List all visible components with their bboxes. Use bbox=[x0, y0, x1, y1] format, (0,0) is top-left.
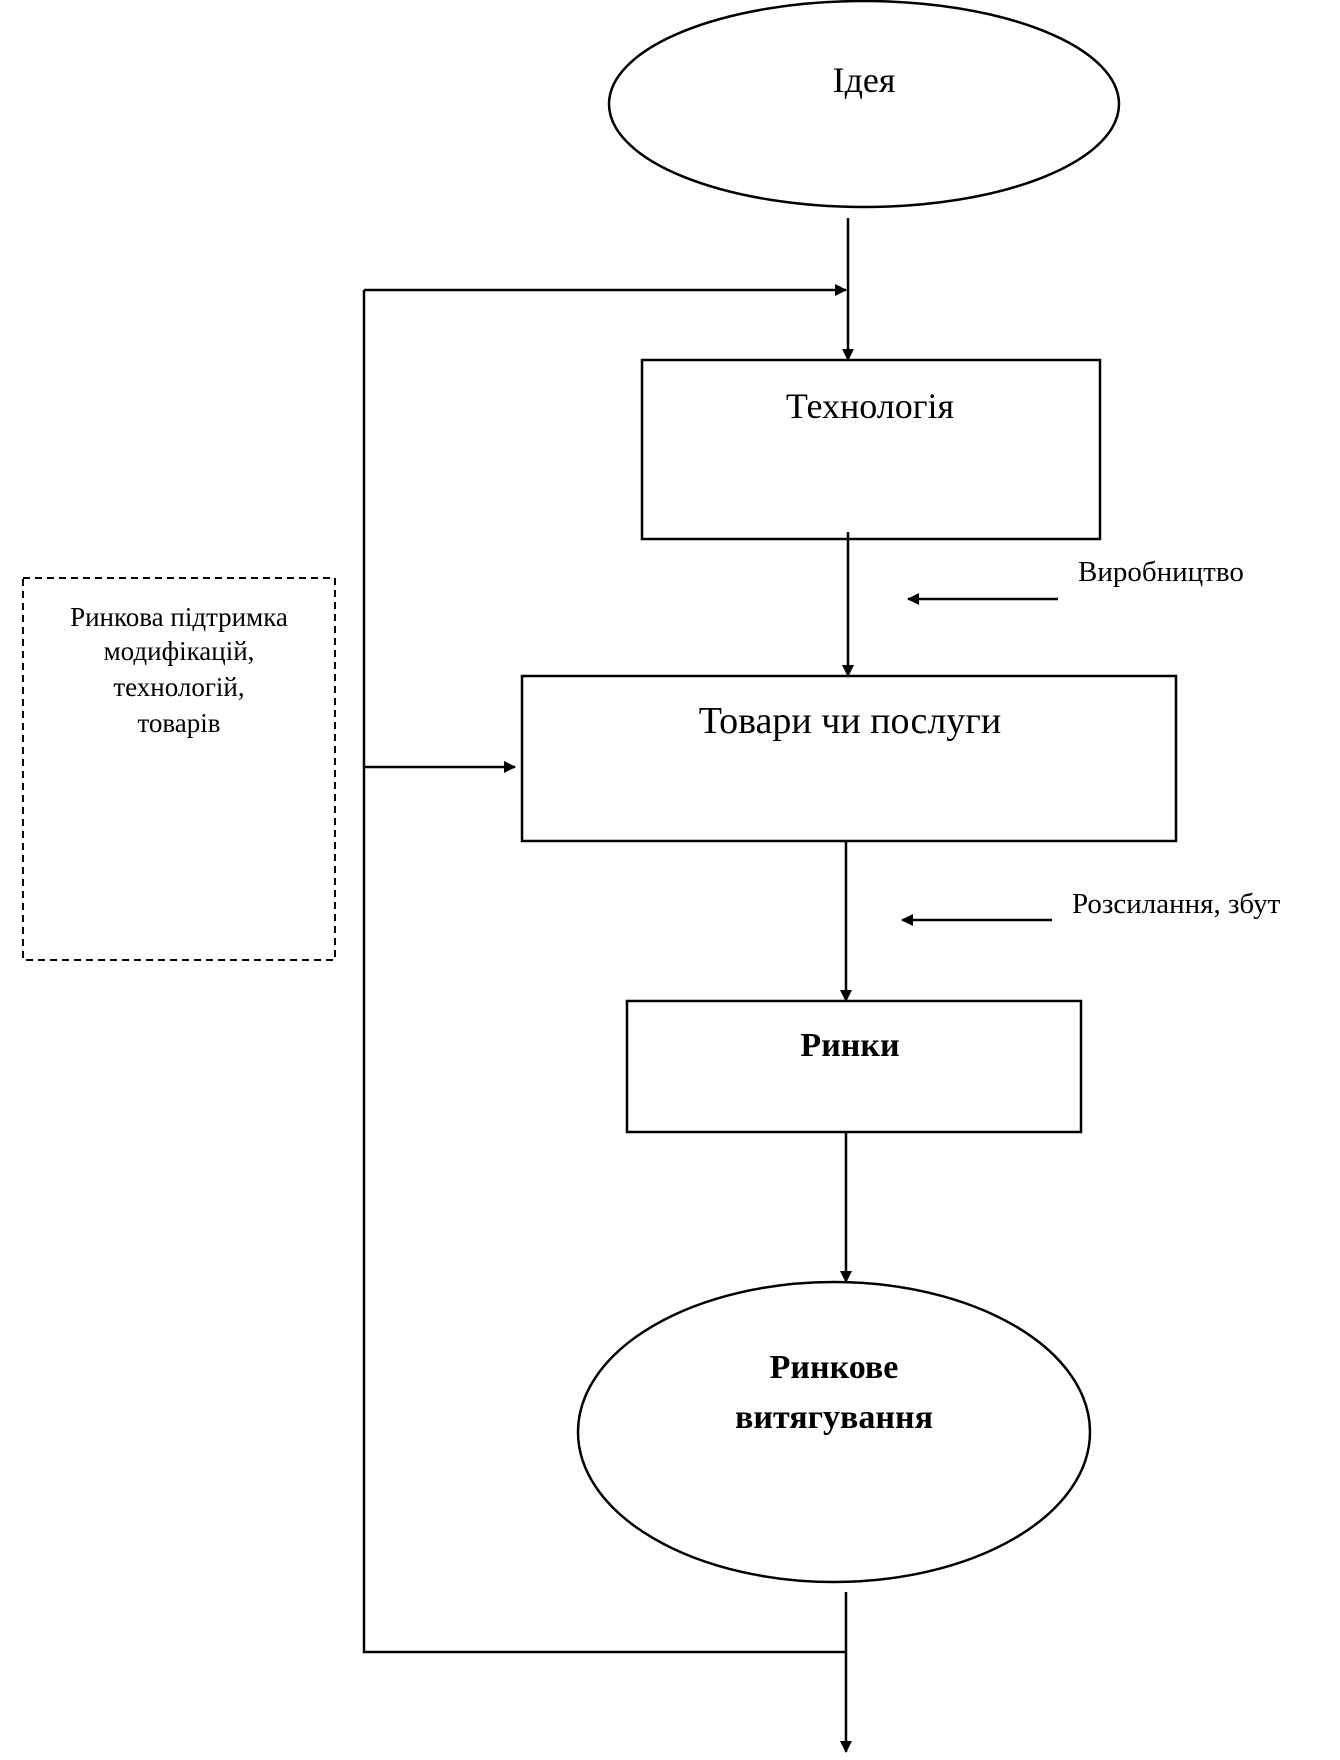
technology-label: Технологія bbox=[785, 386, 955, 426]
market-pull-label-line2: витягування bbox=[735, 1399, 933, 1436]
market-pull-label-line1: Ринкове bbox=[769, 1349, 899, 1386]
support-box-line3: технологій, bbox=[113, 672, 245, 702]
market-pull-ellipse bbox=[576, 1280, 1092, 1584]
support-box-line1: Ринкова підтримка bbox=[70, 602, 288, 632]
markets-box bbox=[625, 999, 1083, 1134]
market-support-box bbox=[22, 577, 336, 961]
support-box-line2: модифікацій, bbox=[103, 636, 255, 666]
idea-label: Ідея bbox=[832, 60, 896, 100]
distribution-label: Розсилання, збут bbox=[1072, 888, 1281, 920]
technology-box bbox=[640, 358, 1102, 541]
markets-label: Ринки bbox=[800, 1027, 900, 1064]
goods-services-label: Товари чи послуги bbox=[698, 700, 1002, 742]
support-box-line4: товарів bbox=[137, 708, 221, 738]
production-label: Виробництво bbox=[1078, 556, 1244, 588]
feedback-loop-line bbox=[362, 290, 846, 1654]
idea-ellipse bbox=[607, 0, 1121, 209]
